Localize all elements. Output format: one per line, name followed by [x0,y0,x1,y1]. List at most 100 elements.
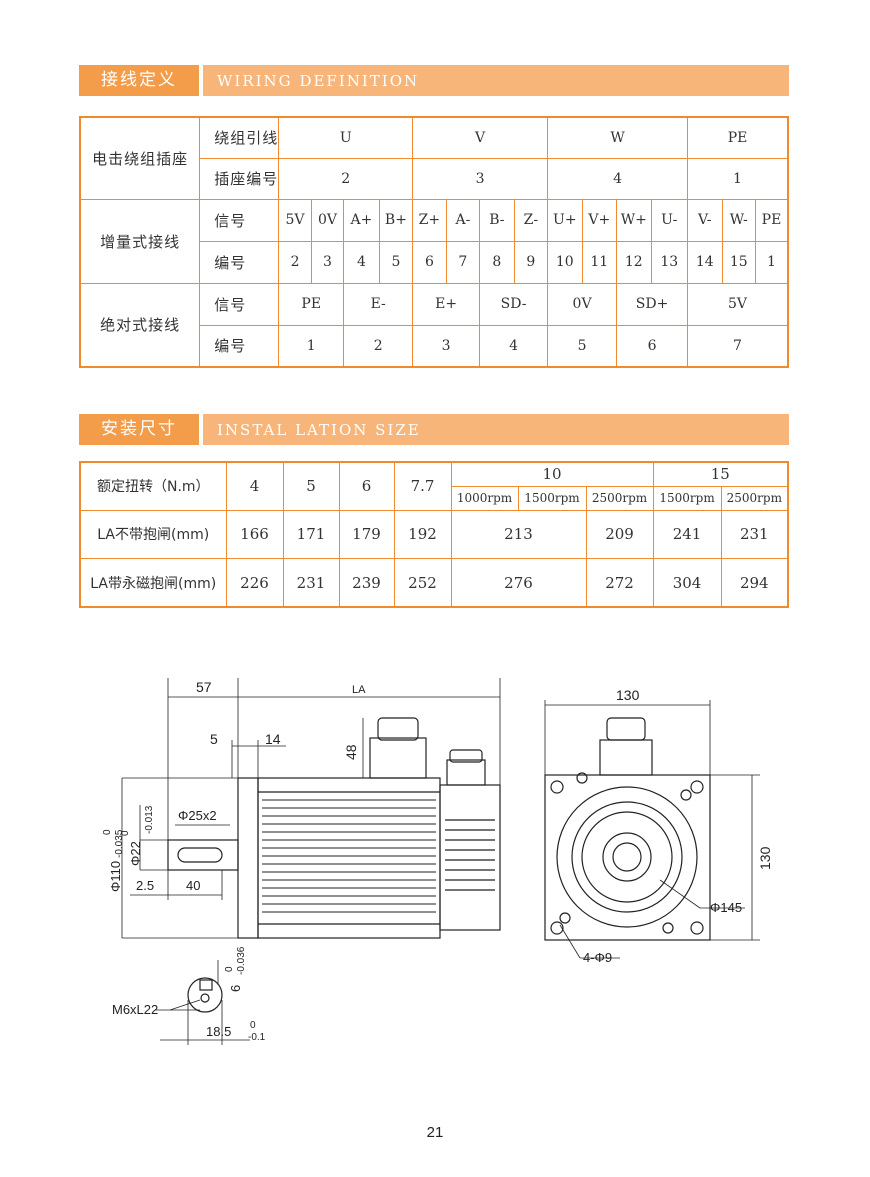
incremental-signal-cell: W+ [616,198,652,242]
incremental-signal-cell: U- [650,198,689,242]
absolute-number-cell: 4 [479,324,549,368]
tol-6: 0 [224,966,235,972]
incremental-number-row: 编号 2 3 4 5 6 7 8 9 10 11 12 13 14 15 1 [80,240,789,284]
la-value-cell: 231 [720,509,789,560]
dim-130-side: 130 [757,846,770,870]
tol-22-low: -0.013 [144,805,155,834]
dim-phi22: Φ22 [128,841,143,866]
motor-pin-cell: 2 [278,157,414,200]
absolute-signal-cell: 5V [687,282,789,326]
dim-130-top: 130 [616,687,640,703]
speed-row: 1000rpm 1500rpm 2500rpm 1500rpm 2500rpm [80,485,789,511]
speed-cell: 2500rpm [585,485,654,511]
dim-48: 48 [343,744,359,760]
incremental-signal-cell: B- [479,198,515,242]
speed-cell: 1500rpm [517,485,587,511]
incremental-signal-cell: V+ [581,198,618,242]
la-value-cell: 192 [393,509,452,560]
absolute-number-label: 编号 [199,324,280,368]
incremental-signal-cell: W- [721,198,756,242]
incremental-label: 增量式接线 [79,198,201,284]
la-value-cell: 272 [585,558,654,608]
dim-phi25: Φ25x2 [178,808,217,823]
front-view-dimensions [544,700,760,959]
motor-dimension-drawing: 57 LA 130 5 14 48 Φ25x2 Φ110 0 -0.035 Φ2… [102,678,770,1045]
speed-cell: 1500rpm [652,485,722,511]
motor-flange [237,777,259,939]
incremental-signal-cell: U+ [547,198,583,242]
la-value-cell: 239 [338,558,395,608]
absolute-number-cell: 5 [547,324,618,368]
install-table: 额定扭转（N.m） 4 5 6 7.7 10 15 1000rpm 1500rp… [79,461,790,608]
absolute-signal-cell: 0V [547,282,618,326]
motor-lead-cell: U [278,116,414,159]
side-view-dimensions [121,678,501,939]
wiring-title-cn: 接线定义 [79,65,199,96]
incremental-number-label: 编号 [199,240,280,284]
incremental-number-cell: 8 [479,240,515,284]
torque-label: 额定扭转（N.m） [79,461,227,511]
incremental-signal-cell: 5V [278,198,312,242]
incremental-number-cell: 5 [378,240,414,284]
dim-5: 5 [210,731,218,747]
absolute-number-cell: 2 [343,324,414,368]
incremental-number-cell: 10 [547,240,583,284]
absolute-number-cell: 7 [687,324,789,368]
la-brake-row: LA带永磁抱闸(mm) 226 231 239 252 276 272 304 … [79,558,789,608]
la-value-cell: 304 [652,558,722,608]
absolute-signal-cell: SD- [479,282,549,326]
speed-cell: 1000rpm [450,485,519,511]
motor-lead-row: 电击绕组插座 绕组引线 U V W PE [79,116,789,200]
absolute-signal-cell: E- [343,282,414,326]
tol-110: 0 [102,829,113,835]
absolute-number-cell: 1 [278,324,345,368]
incremental-signal-cell: PE [754,198,789,242]
absolute-number-cell: 6 [616,324,689,368]
incremental-number-cell: 7 [445,240,481,284]
incremental-number-cell: 2 [278,240,312,284]
incremental-number-cell: 3 [310,240,345,284]
dim-m6: M6xL22 [112,1002,158,1017]
motor-pin-cell: 4 [547,157,689,200]
incremental-signal-cell: Z+ [412,198,447,242]
absolute-number-cell: 3 [412,324,481,368]
torque-cell: 4 [225,461,284,511]
motor-lead-cell: W [547,116,689,159]
incremental-number-cell: 6 [412,240,447,284]
la-brake-label: LA带永磁抱闸(mm) [79,558,227,608]
tol-110-low: -0.035 [114,829,125,858]
install-section-header: 安装尺寸 INSTAL LATION SIZE [79,414,789,445]
cooling-fins [262,799,436,913]
incremental-number-cell: 15 [721,240,756,284]
motor-pin-cell: 1 [687,157,789,200]
absolute-signal-cell: E+ [412,282,481,326]
torque-cell: 5 [282,461,340,511]
wiring-table: 电击绕组插座 绕组引线 U V W PE 插座编号 2 3 4 1 增量式接线 … [79,116,789,368]
incremental-signal-row: 增量式接线 信号 5V 0V A+ B+ Z+ A- B- Z- U+ V+ W… [79,198,789,284]
torque-10-header: 10 [450,461,654,487]
incremental-signal-label: 信号 [199,198,280,242]
tol-18-5-low: -0.1 [248,1032,266,1043]
torque-row-top: 额定扭转（N.m） 4 5 6 7.7 10 15 [79,461,789,511]
la-value-cell: 226 [225,558,284,608]
dim-4phi9: 4-Φ9 [583,950,612,965]
dim-14: 14 [265,731,281,747]
dim-6: 6 [228,985,243,992]
encoder-cover [439,784,501,931]
absolute-signal-label: 信号 [199,282,280,326]
tol-18-5: 0 [250,1020,256,1031]
motor-lead-cell: PE [687,116,789,159]
la-value-cell: 166 [225,509,284,560]
dim-57: 57 [196,679,212,695]
incremental-signal-cell: Z- [513,198,549,242]
la-value-cell: 179 [338,509,395,560]
shaft-section [155,960,250,1045]
torque-cell: 6 [338,461,395,511]
motor-shaft [167,839,239,871]
la-value-cell: 252 [393,558,452,608]
torque-15-header: 15 [652,461,789,487]
la-no-brake-row: LA不带抱闸(mm) 166 171 179 192 213 209 241 2… [79,509,789,560]
motor-pin-row: 插座编号 2 3 4 1 [80,157,789,200]
dim-18-5: 18.5 [206,1024,231,1039]
incremental-signal-cell: V- [687,198,723,242]
